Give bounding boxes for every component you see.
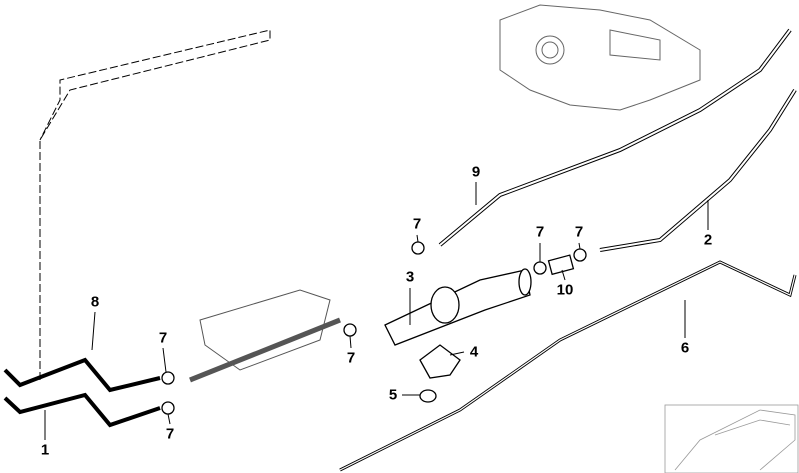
fuel-line-1 bbox=[3, 392, 161, 428]
callout-2: 2 bbox=[703, 231, 713, 249]
fuel-line-9 bbox=[438, 28, 792, 247]
callout-6: 6 bbox=[680, 339, 690, 357]
fuel-rail-outline bbox=[39, 29, 271, 380]
fuel-line-8 bbox=[3, 357, 161, 393]
fuel-line-2 bbox=[599, 88, 797, 252]
callout-7: 7 bbox=[574, 223, 584, 241]
callout-7: 7 bbox=[535, 223, 545, 241]
valve-block bbox=[189, 289, 341, 383]
callout-1: 1 bbox=[40, 441, 50, 459]
callout-8: 8 bbox=[90, 293, 100, 311]
fuel-filter-3 bbox=[384, 268, 532, 346]
callout-10: 10 bbox=[556, 281, 574, 299]
callout-5: 5 bbox=[388, 386, 398, 404]
fuel-tank-illustration bbox=[499, 4, 701, 111]
vehicle-location-thumbnail bbox=[664, 404, 799, 473]
callout-3: 3 bbox=[405, 268, 415, 286]
bracket-4 bbox=[419, 344, 461, 379]
callout-7: 7 bbox=[346, 349, 356, 367]
callout-7: 7 bbox=[165, 425, 175, 443]
grommet-5 bbox=[419, 389, 437, 403]
hose-10 bbox=[547, 254, 575, 276]
callout-7: 7 bbox=[412, 215, 422, 233]
callout-9: 9 bbox=[471, 163, 481, 181]
leader-lines bbox=[44, 182, 709, 440]
callout-4: 4 bbox=[469, 343, 479, 361]
callout-7: 7 bbox=[158, 329, 168, 347]
